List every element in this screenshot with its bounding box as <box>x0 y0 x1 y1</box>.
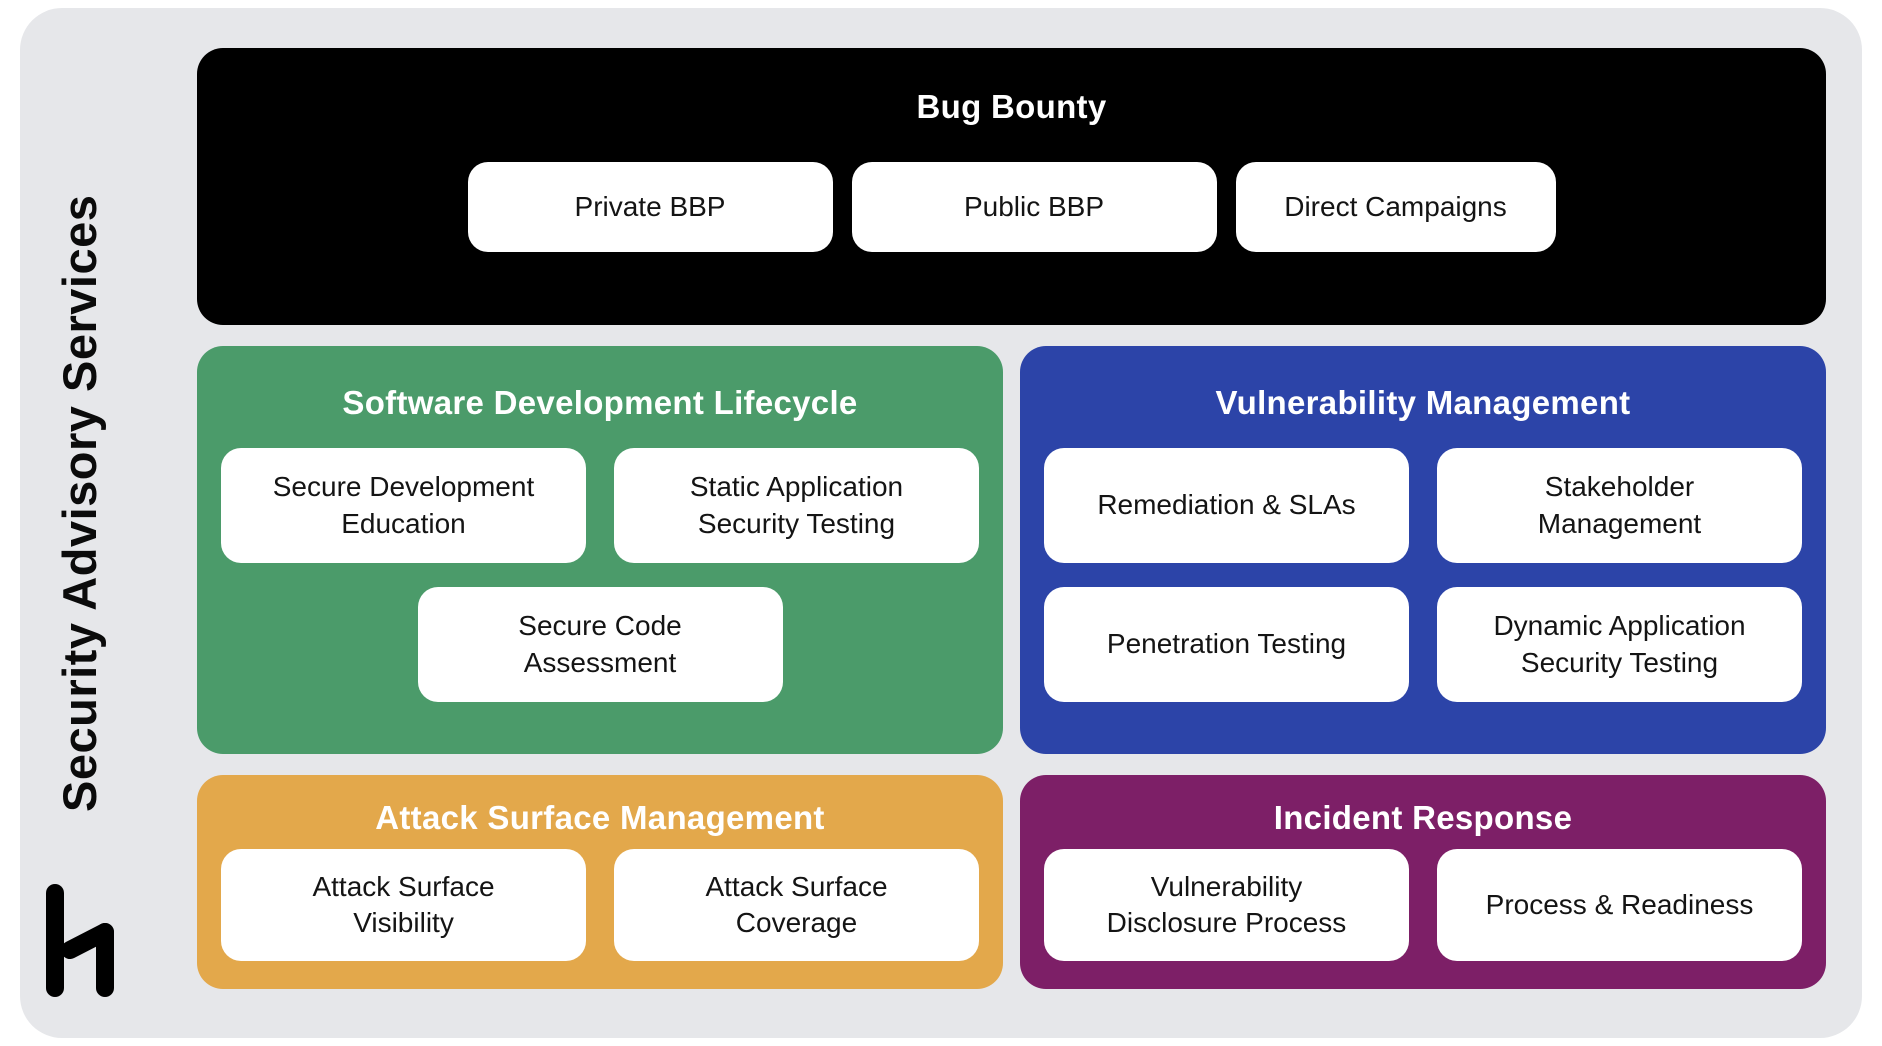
card-stakeholder-management: Stakeholder Management <box>1437 448 1802 563</box>
section-attack-surface-management: Attack Surface Management Attack Surface… <box>197 775 1003 989</box>
sdlc-items: Secure Development Education Static Appl… <box>220 448 980 702</box>
card-direct-campaigns: Direct Campaigns <box>1235 162 1556 252</box>
section-vulnerability-management: Vulnerability Management Remediation & S… <box>1020 346 1826 754</box>
card-process-readiness: Process & Readiness <box>1437 849 1802 961</box>
section-title-sdlc: Software Development Lifecycle <box>342 384 858 421</box>
section-title-incident-response: Incident Response <box>1273 799 1573 836</box>
section-bug-bounty: Bug Bounty Private BBP Public BBP Direct… <box>197 48 1826 325</box>
vuln-mgmt-items: Remediation & SLAs Stakeholder Managemen… <box>1043 448 1803 702</box>
card-remediation-slas: Remediation & SLAs <box>1044 448 1409 563</box>
asm-items: Attack Surface Visibility Attack Surface… <box>220 849 980 961</box>
card-penetration-testing: Penetration Testing <box>1044 587 1409 702</box>
card-private-bbp: Private BBP <box>467 162 833 252</box>
middle-row: Software Development Lifecycle Secure De… <box>197 346 1826 754</box>
card-dynamic-application-security-testing: Dynamic Application Security Testing <box>1437 587 1802 702</box>
card-static-application-security-testing: Static Application Security Testing <box>614 448 979 563</box>
bottom-row: Attack Surface Management Attack Surface… <box>197 775 1826 989</box>
background-panel: Security Advisory Services Bug Bounty Pr… <box>20 8 1862 1038</box>
card-attack-surface-coverage: Attack Surface Coverage <box>614 849 979 961</box>
page-title-vertical: Security Advisory Services <box>53 194 106 812</box>
card-secure-development-education: Secure Development Education <box>221 448 586 563</box>
section-incident-response: Incident Response Vulnerability Disclosu… <box>1020 775 1826 989</box>
section-software-development-lifecycle: Software Development Lifecycle Secure De… <box>197 346 1003 754</box>
incident-response-items: Vulnerability Disclosure Process Process… <box>1043 849 1803 961</box>
card-secure-code-assessment: Secure Code Assessment <box>417 587 783 702</box>
hackerone-h1-logo <box>46 884 114 997</box>
section-title-vuln-mgmt: Vulnerability Management <box>1215 384 1631 421</box>
card-attack-surface-visibility: Attack Surface Visibility <box>221 849 586 961</box>
card-vulnerability-disclosure-process: Vulnerability Disclosure Process <box>1044 849 1409 961</box>
bug-bounty-items: Private BBP Public BBP Direct Campaigns <box>467 162 1556 252</box>
services-grid: Bug Bounty Private BBP Public BBP Direct… <box>197 48 1826 989</box>
section-title-bug-bounty: Bug Bounty <box>916 88 1107 125</box>
section-title-asm: Attack Surface Management <box>375 799 825 836</box>
card-public-bbp: Public BBP <box>851 162 1217 252</box>
